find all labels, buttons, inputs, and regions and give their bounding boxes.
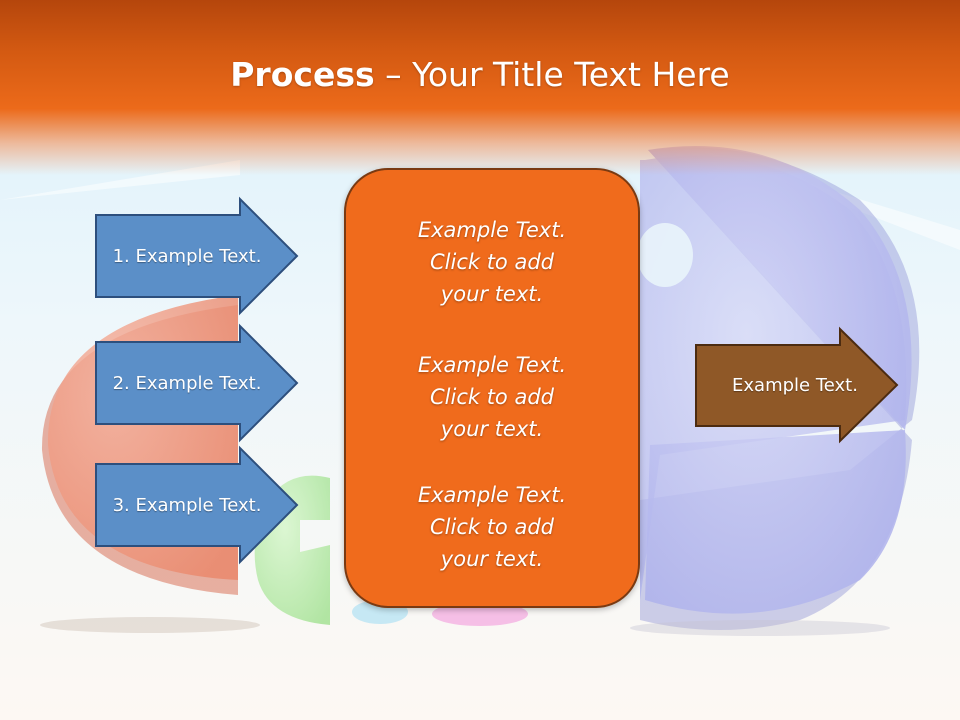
right-arrow-label: Example Text. — [732, 375, 858, 396]
arrow-1-label: 1. Example Text. — [112, 245, 262, 267]
center-text-box[interactable]: Example Text. Click to add your text. Ex… — [344, 168, 640, 608]
title-rest-text: – Your Title Text Here — [374, 55, 730, 94]
center-block-1-line-3: your text. — [440, 282, 544, 306]
center-block-1-line-2: Click to add — [429, 250, 554, 274]
center-block-2: Example Text. Click to add your text. — [346, 349, 638, 445]
arrow-3-label: 3. Example Text. — [112, 494, 262, 516]
center-block-3-line-1: Example Text. — [417, 483, 567, 507]
arrow-2-label: 2. Example Text. — [112, 372, 262, 394]
title-bold-text: Process — [230, 55, 375, 94]
center-block-1-line-1: Example Text. — [417, 218, 567, 242]
brown-arrow[interactable] — [695, 326, 899, 444]
blue-pie-hole — [637, 223, 693, 287]
center-block-2-line-2: Click to add — [429, 385, 554, 409]
blue-arrow-1[interactable] — [95, 196, 299, 316]
slide-title[interactable]: Process – Your Title Text Here — [0, 52, 960, 98]
center-block-2-line-3: your text. — [440, 417, 544, 441]
blue-pie-base-shadow — [630, 620, 890, 636]
center-block-3-line-3: your text. — [440, 547, 544, 571]
center-block-2-line-1: Example Text. — [417, 353, 567, 377]
center-block-1: Example Text. Click to add your text. — [346, 214, 638, 310]
blue-arrow-3[interactable] — [95, 445, 299, 565]
red-pie-base-shadow — [40, 617, 260, 633]
title-band — [0, 0, 960, 175]
center-block-3: Example Text. Click to add your text. — [346, 479, 638, 575]
center-block-3-line-2: Click to add — [429, 515, 554, 539]
pink-disc — [432, 602, 528, 626]
blue-arrow-2[interactable] — [95, 323, 299, 443]
